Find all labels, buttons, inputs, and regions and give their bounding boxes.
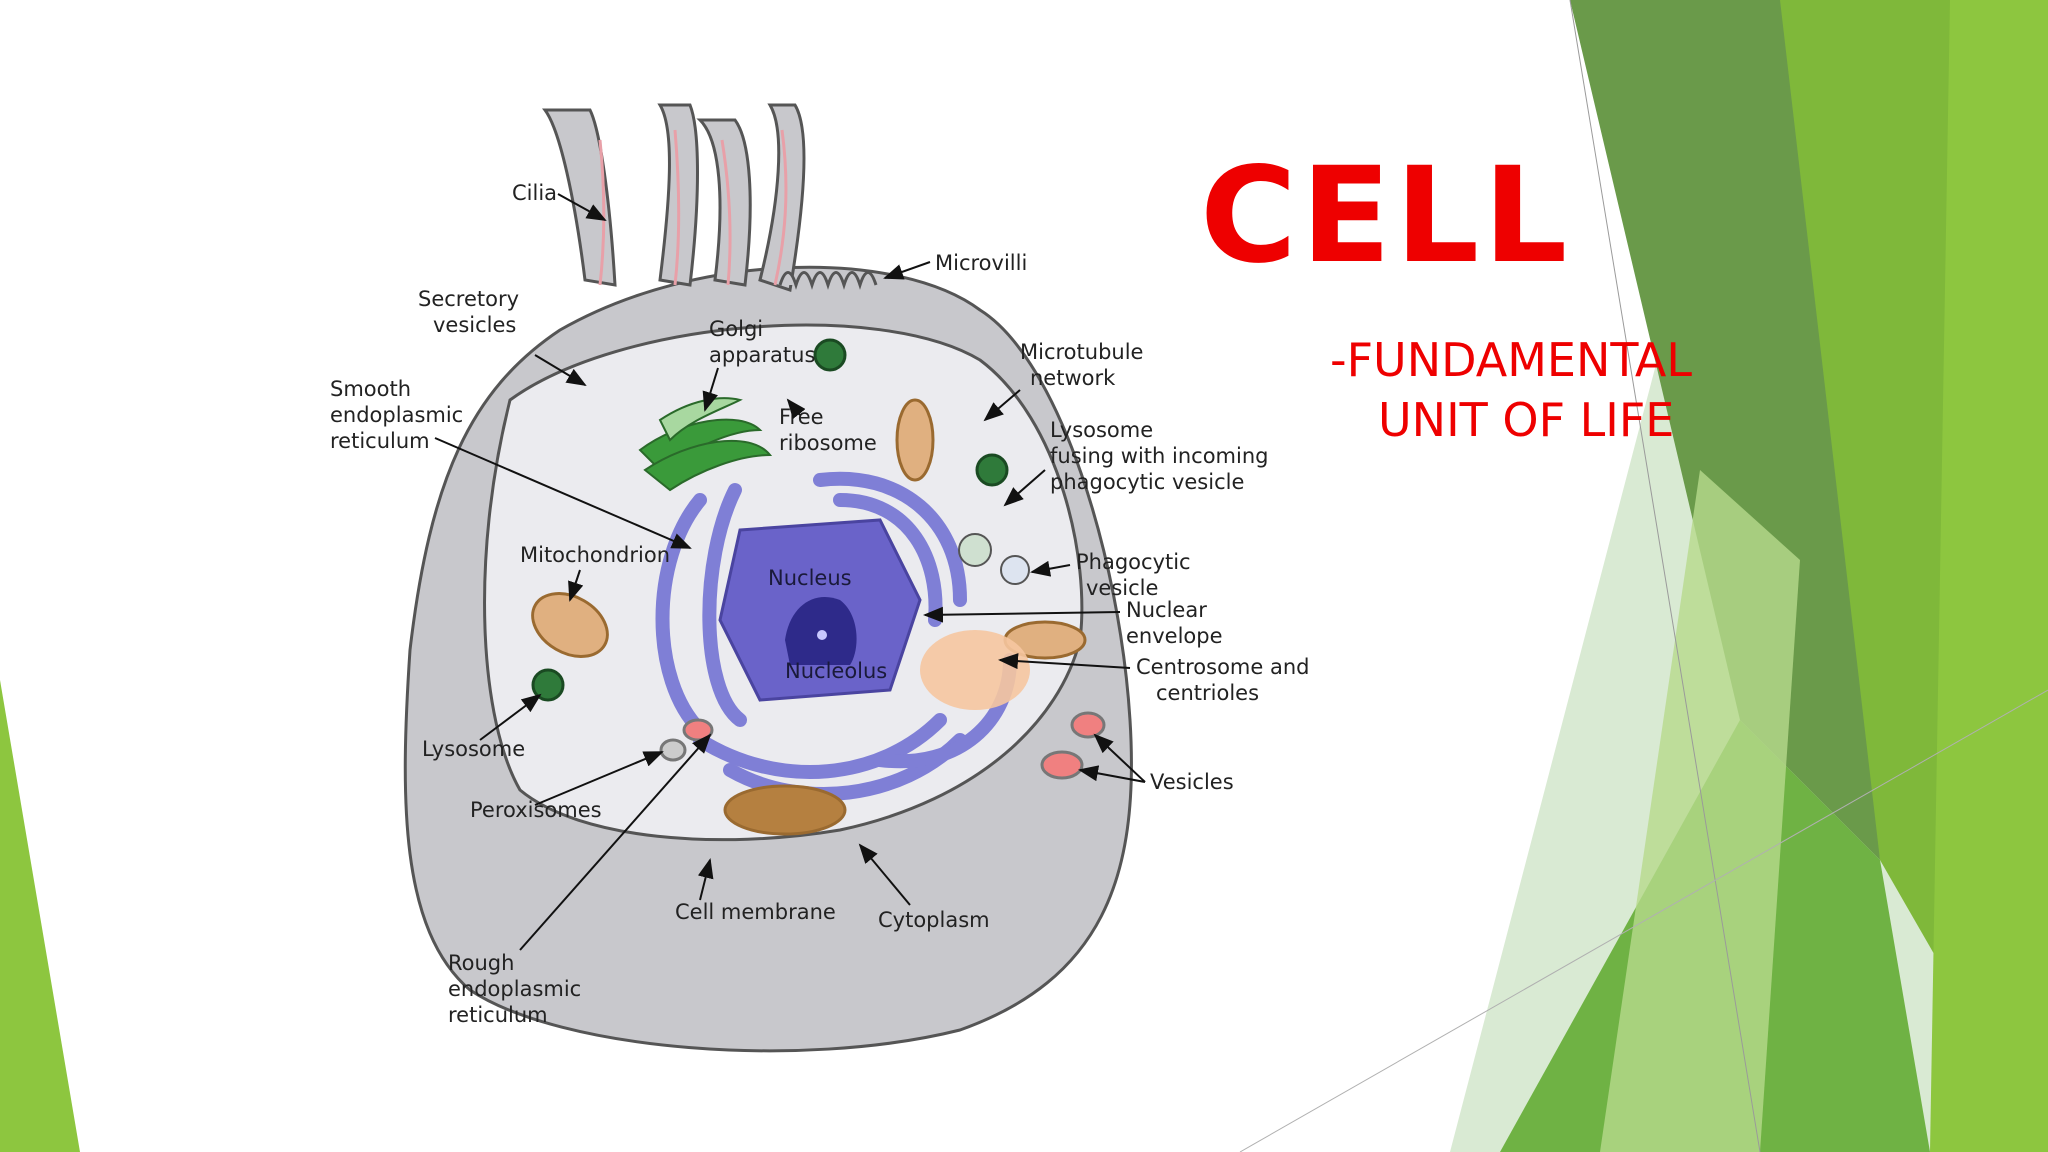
lysosomes xyxy=(531,338,1009,702)
label-vesicles: Vesicles xyxy=(1150,770,1234,794)
label-cell-membrane: Cell membrane xyxy=(675,900,836,924)
label-free-ribosome-1: Free xyxy=(779,405,824,429)
golgi-apparatus xyxy=(638,397,773,492)
label-secretory-1: Secretory xyxy=(418,287,519,311)
slide-title: CELL xyxy=(1200,139,1572,293)
label-rough-er-2: endoplasmic xyxy=(448,977,581,1001)
label-phagocytic-2: vesicle xyxy=(1086,576,1158,600)
label-golgi-2: apparatus xyxy=(709,343,815,367)
label-nucleolus: Nucleolus xyxy=(785,659,887,683)
label-mitochondrion: Mitochondrion xyxy=(520,543,670,567)
label-lysosome-fusing-1: Lysosome xyxy=(1050,418,1153,442)
right-facet-dark xyxy=(1570,0,1880,860)
label-centrosome-2: centrioles xyxy=(1156,681,1259,705)
label-rough-er-3: reticulum xyxy=(448,1003,548,1027)
label-nuclear-env-1: Nuclear xyxy=(1126,598,1207,622)
label-phagocytic-1: Phagocytic xyxy=(1076,550,1191,574)
subtitle-line-2: UNIT OF LIFE xyxy=(1378,393,1675,447)
leader-arrows xyxy=(434,193,1146,951)
mitochondria xyxy=(531,398,1087,836)
phagocytic-vesicle-fusing xyxy=(958,533,992,567)
label-free-ribosome-2: ribosome xyxy=(779,431,877,455)
left-green-strip xyxy=(0,680,80,1152)
label-lysosome: Lysosome xyxy=(422,737,525,761)
label-secretory-2: vesicles xyxy=(433,313,516,337)
label-golgi-1: Golgi xyxy=(709,317,763,341)
cilia xyxy=(542,103,806,292)
right-facet-light xyxy=(1600,470,1800,1152)
rough-er xyxy=(655,471,1017,801)
subtitle-line-1: -FUNDAMENTAL xyxy=(1330,333,1693,387)
label-microvilli: Microvilli xyxy=(935,251,1027,275)
centrosome xyxy=(920,630,1030,710)
nucleolus-highlight xyxy=(817,630,827,640)
label-peroxisomes: Peroxisomes xyxy=(470,798,602,822)
label-microtubule-1: Microtubule xyxy=(1020,340,1143,364)
microvilli xyxy=(778,271,878,290)
thin-line-1 xyxy=(1569,0,1761,1152)
label-cytoplasm: Cytoplasm xyxy=(878,908,990,932)
label-lysosome-fusing-3: phagocytic vesicle xyxy=(1050,470,1244,494)
vesicles xyxy=(659,711,1106,780)
label-microtubule-2: network xyxy=(1030,366,1116,390)
right-facet-bright xyxy=(1930,0,2048,1152)
label-smooth-er-1: Smooth xyxy=(330,377,411,401)
label-rough-er-1: Rough xyxy=(448,951,514,975)
label-cilia: Cilia xyxy=(512,181,557,205)
label-smooth-er-3: reticulum xyxy=(330,429,430,453)
label-lysosome-fusing-2: fusing with incoming xyxy=(1050,444,1269,468)
label-centrosome-1: Centrosome and xyxy=(1136,655,1310,679)
label-nuclear-env-2: envelope xyxy=(1126,624,1223,648)
thin-line-2 xyxy=(1239,689,2048,1152)
label-nucleus: Nucleus xyxy=(768,566,852,590)
label-smooth-er-2: endoplasmic xyxy=(330,403,463,427)
phagocytic-vesicle xyxy=(1000,555,1030,585)
slide-subtitle: -FUNDAMENTAL UNIT OF LIFE xyxy=(1330,330,1692,450)
